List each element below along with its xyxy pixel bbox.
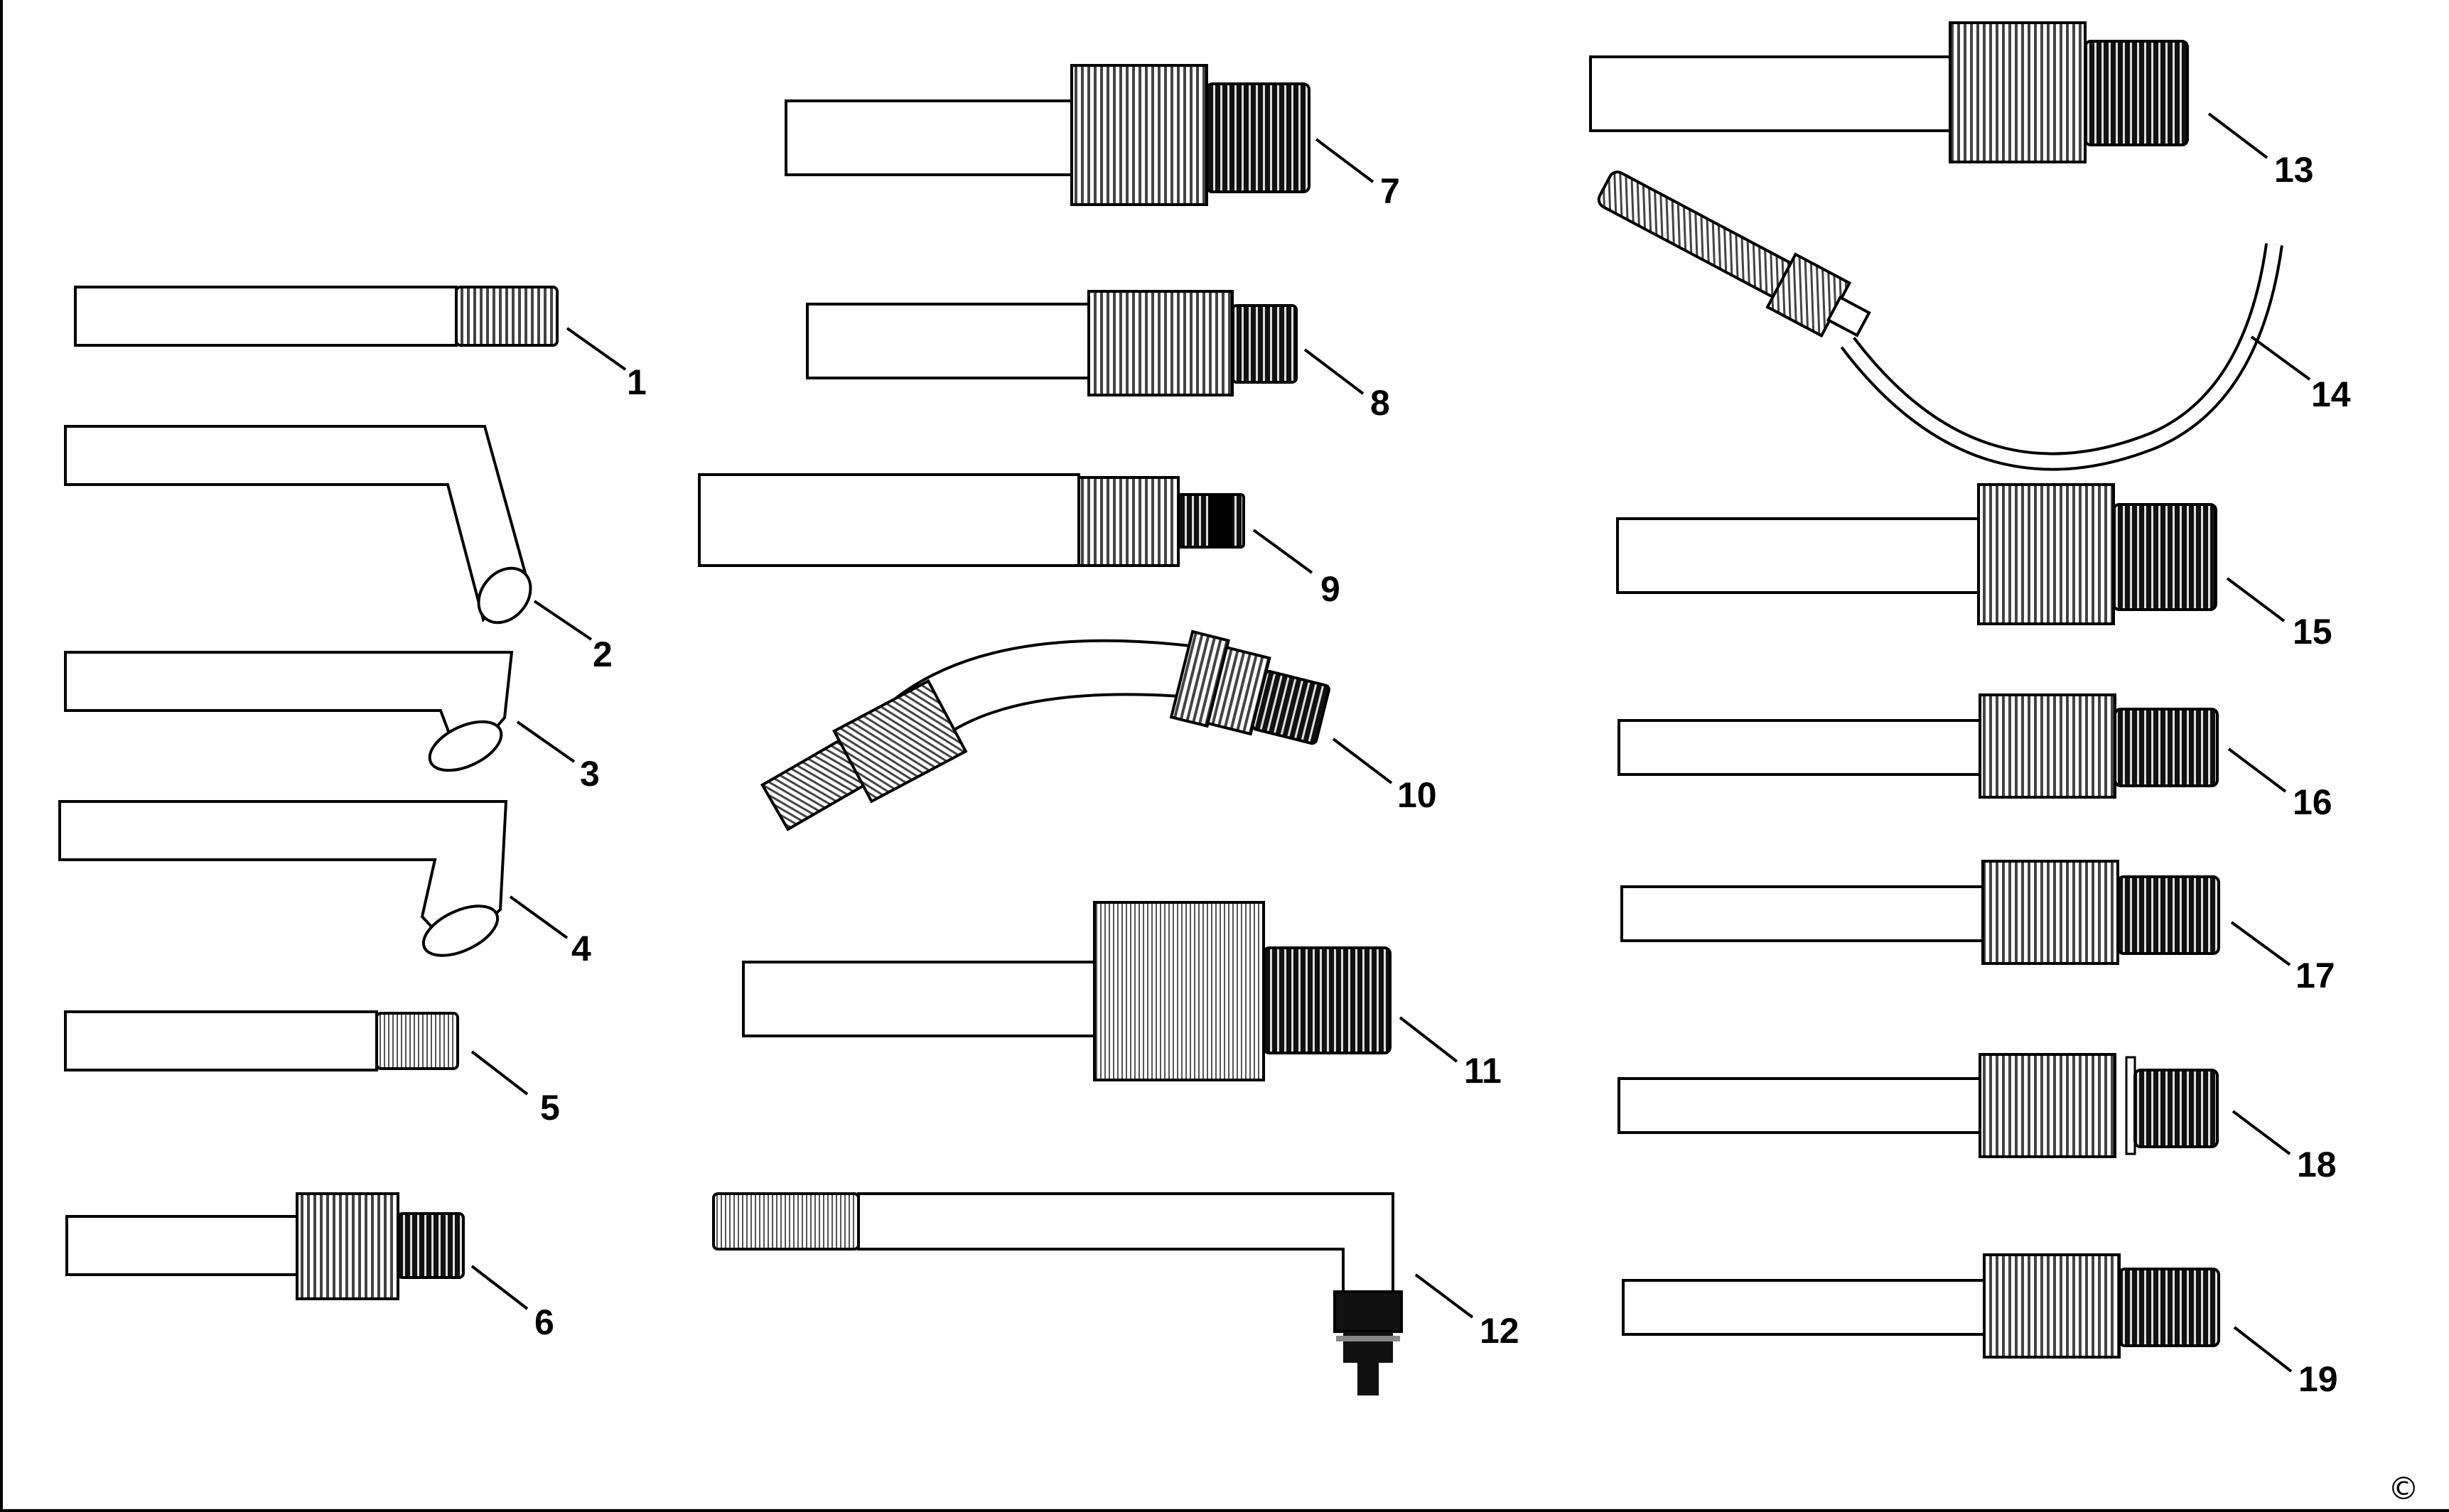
part-4: 4	[58, 800, 591, 968]
callout-12: 12	[1480, 1311, 1519, 1351]
part-5: 5	[64, 1010, 560, 1128]
part-17: 17	[1620, 860, 2335, 995]
part-2: 2	[64, 425, 613, 674]
callout-2: 2	[593, 634, 613, 674]
callout-3: 3	[580, 754, 600, 794]
part-18: 18	[1618, 1053, 2337, 1184]
callout-7: 7	[1380, 171, 1400, 211]
part-14: 14	[1597, 171, 2351, 471]
part-10: 10	[760, 630, 1437, 831]
part-3: 3	[64, 651, 600, 794]
callout-14: 14	[2311, 374, 2351, 414]
callout-1: 1	[627, 362, 647, 402]
part-6: 6	[65, 1192, 554, 1342]
part-8: 8	[806, 290, 1390, 423]
part-9: 9	[698, 473, 1340, 609]
callout-8: 8	[1370, 383, 1390, 423]
callout-9: 9	[1320, 569, 1340, 609]
callout-11: 11	[1464, 1051, 1502, 1091]
copyright-mark: ©	[2388, 1471, 2419, 1507]
callout-13: 13	[2274, 150, 2314, 190]
part-12: 12	[712, 1192, 1519, 1395]
part-1: 1	[74, 286, 647, 402]
part-16: 16	[1618, 693, 2332, 822]
callout-16: 16	[2293, 782, 2332, 822]
part-11: 11	[742, 901, 1502, 1091]
callout-6: 6	[534, 1302, 554, 1342]
callout-18: 18	[2297, 1145, 2337, 1184]
part-19: 19	[1622, 1253, 2338, 1399]
part-13: 13	[1589, 21, 2314, 190]
part-15: 15	[1616, 483, 2332, 652]
part-7: 7	[785, 64, 1400, 211]
callout-15: 15	[2293, 612, 2332, 652]
callout-4: 4	[571, 929, 591, 968]
callout-10: 10	[1397, 775, 1437, 815]
callout-17: 17	[2295, 956, 2335, 995]
callout-5: 5	[540, 1088, 560, 1128]
callout-19: 19	[2298, 1359, 2338, 1399]
